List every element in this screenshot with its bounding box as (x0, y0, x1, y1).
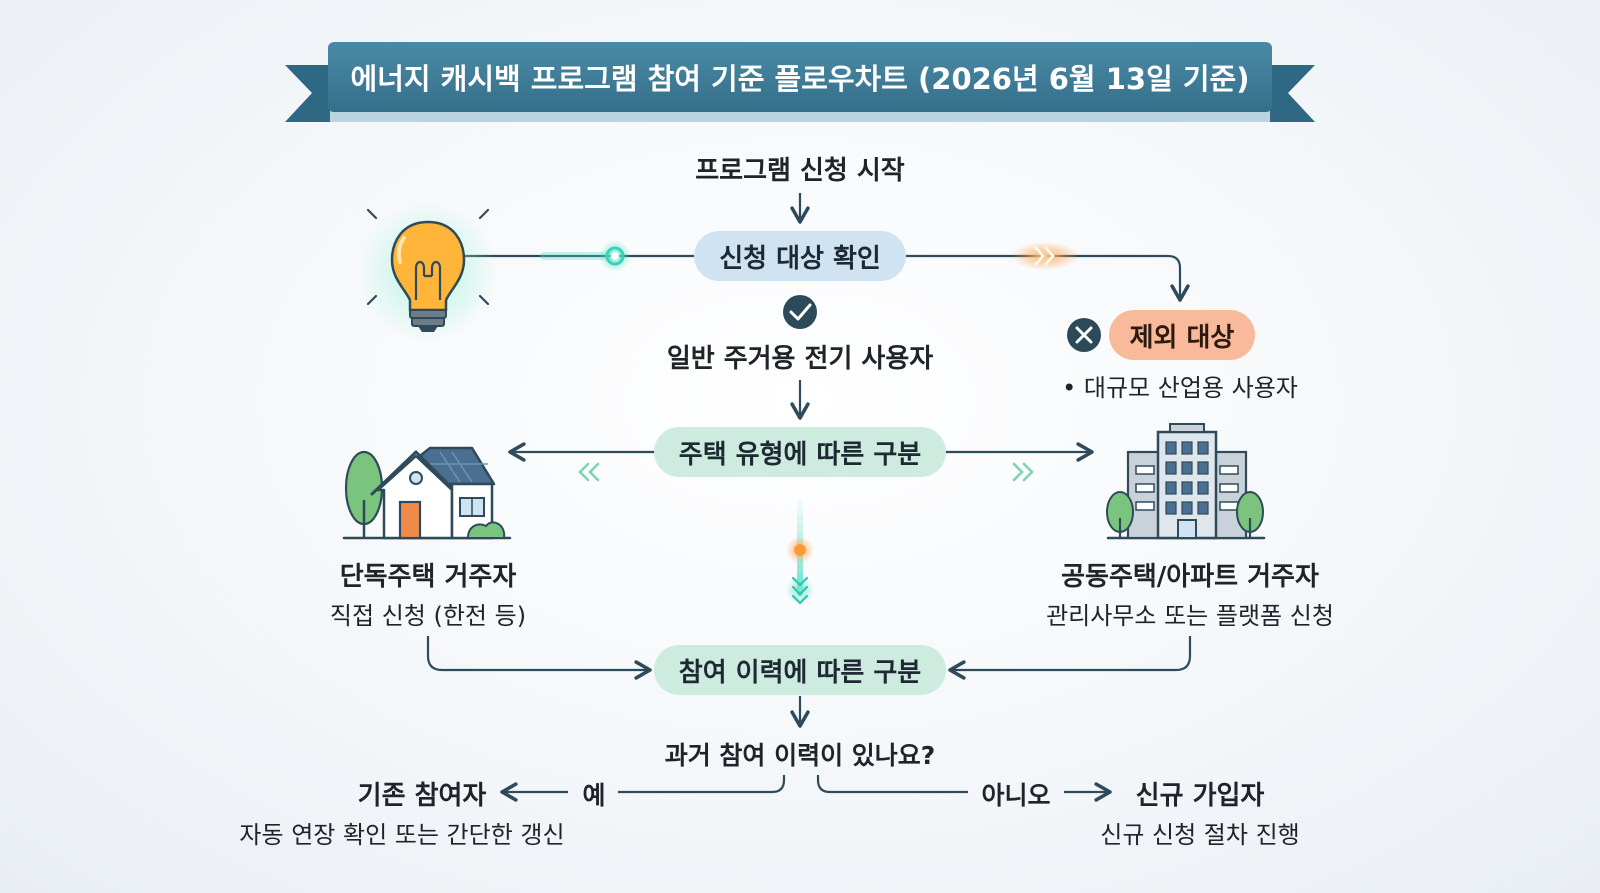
start-step: 프로그램 신청 시작 (695, 156, 905, 186)
new-title: 신규 가입자 (1135, 781, 1265, 811)
apartment-title: 공동주택/아파트 거주자 (1061, 562, 1319, 592)
excluded-node: 제외 대상 (1109, 310, 1255, 360)
yes-label: 예 (582, 781, 606, 810)
history-question: 과거 참여 이력이 있나요? (664, 741, 936, 770)
close-icon (1067, 318, 1101, 352)
housing-split-node: 주택 유형에 따른 구분 (654, 427, 946, 477)
lightbulb-icon (358, 202, 498, 342)
check-icon (783, 295, 817, 329)
diagram-title: 에너지 캐시백 프로그램 참여 기준 플로우차트 (2026년 6월 13일 기… (350, 62, 1250, 96)
history-split-node: 참여 이력에 따른 구분 (654, 645, 946, 695)
existing-detail: 자동 연장 확인 또는 간단한 갱신 (239, 821, 565, 849)
excluded-connector (906, 242, 1190, 302)
bulb-connector (462, 240, 694, 272)
excluded-detail: • 대규모 산업용 사용자 (1062, 374, 1298, 402)
detached-title: 단독주택 거주자 (339, 562, 517, 592)
detached-detail: 직접 신청 (한전 등) (329, 602, 527, 630)
merge-connectors (426, 636, 1192, 728)
existing-title: 기존 참여자 (357, 781, 487, 811)
no-label: 아니오 (981, 781, 1051, 810)
title-banner (285, 42, 1315, 122)
eligibility-check-node: 신청 대상 확인 (694, 231, 906, 281)
apartment-building-icon (1106, 423, 1266, 540)
decision-branches (500, 775, 1112, 802)
housing-branches (508, 442, 1094, 605)
house-icon (342, 446, 512, 540)
new-detail: 신규 신청 절차 진행 (1100, 821, 1300, 849)
eligible-user-label: 일반 주거용 전기 사용자 (666, 344, 934, 374)
apartment-detail: 관리사무소 또는 플랫폼 신청 (1046, 602, 1334, 630)
